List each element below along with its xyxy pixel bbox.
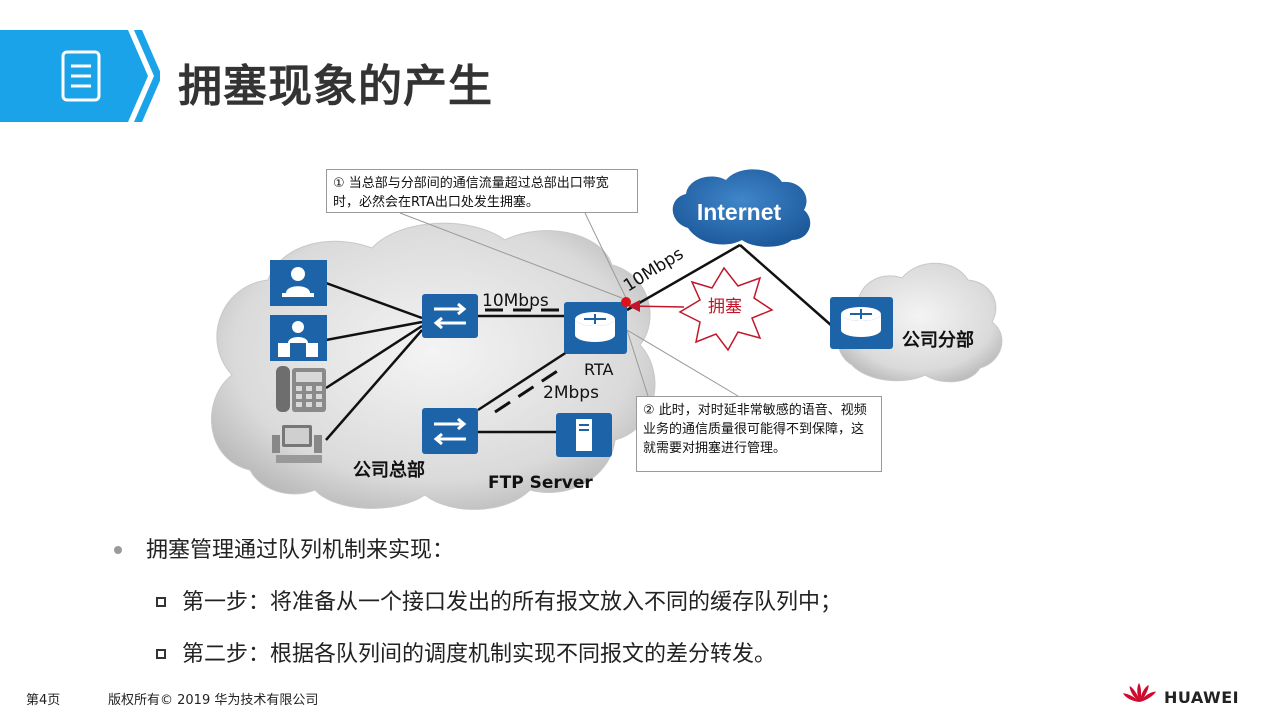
link-label-10mbps-wan: 10Mbps <box>620 244 687 296</box>
callout-bandwidth: ① 当总部与分部间的通信流量超过总部出口带宽时，必然会在RTA出口处发生拥塞。 <box>326 169 638 213</box>
note-icon <box>61 50 101 102</box>
router-icon <box>830 297 893 349</box>
bullet-dot-icon <box>114 546 122 554</box>
callout-latency: ② 此时，对时延非常敏感的语音、视频业务的通信质量很可能得不到保障，这就需要对拥… <box>636 396 882 472</box>
brand-name: HUAWEI <box>1164 688 1240 707</box>
bullet-main: 拥塞管理通过队列机制来实现： <box>112 532 454 564</box>
page-number: 第4页 <box>26 693 61 708</box>
huawei-logo-icon <box>1123 683 1156 702</box>
link-label-2mbps: 2Mbps <box>543 383 599 403</box>
congestion-burst: 拥塞 <box>678 266 774 352</box>
link-label-10mbps: 10Mbps <box>482 291 549 311</box>
bullet-sub: 第一步：将准备从一个接口发出的所有报文放入不同的缓存队列中； <box>156 584 842 616</box>
header-banner <box>0 30 160 122</box>
switch-icon <box>422 408 478 454</box>
switch-icon <box>422 294 478 338</box>
ip-phone-icon <box>276 366 326 412</box>
congestion-arrow-head <box>628 300 640 312</box>
router-icon <box>564 302 627 354</box>
ftp-label: FTP Server <box>488 473 593 493</box>
congestion-label: 拥塞 <box>708 297 742 317</box>
internet-label: Internet <box>697 199 782 225</box>
bullet-square-icon <box>156 649 166 659</box>
bullet-sub: 第二步：根据各队列间的调度机制实现不同报文的差分转发。 <box>156 636 776 668</box>
congestion-point <box>621 297 631 307</box>
callout-pointers <box>399 212 739 397</box>
traffic-flows <box>485 308 566 414</box>
pc-user-icon <box>270 260 327 306</box>
hq-label: 公司总部 <box>353 459 425 481</box>
bullet-square-icon <box>156 597 166 607</box>
branch-label: 公司分部 <box>902 329 974 351</box>
server-user-icon <box>270 315 327 361</box>
links <box>325 243 833 441</box>
ftp-server-icon <box>556 413 612 457</box>
router-label: RTA <box>584 360 613 379</box>
copyright: 版权所有© 2019 华为技术有限公司 <box>108 693 319 708</box>
internet-cloud: Internet <box>672 169 811 247</box>
desktop-icon <box>272 425 322 463</box>
page-title: 拥塞现象的产生 <box>178 61 493 112</box>
